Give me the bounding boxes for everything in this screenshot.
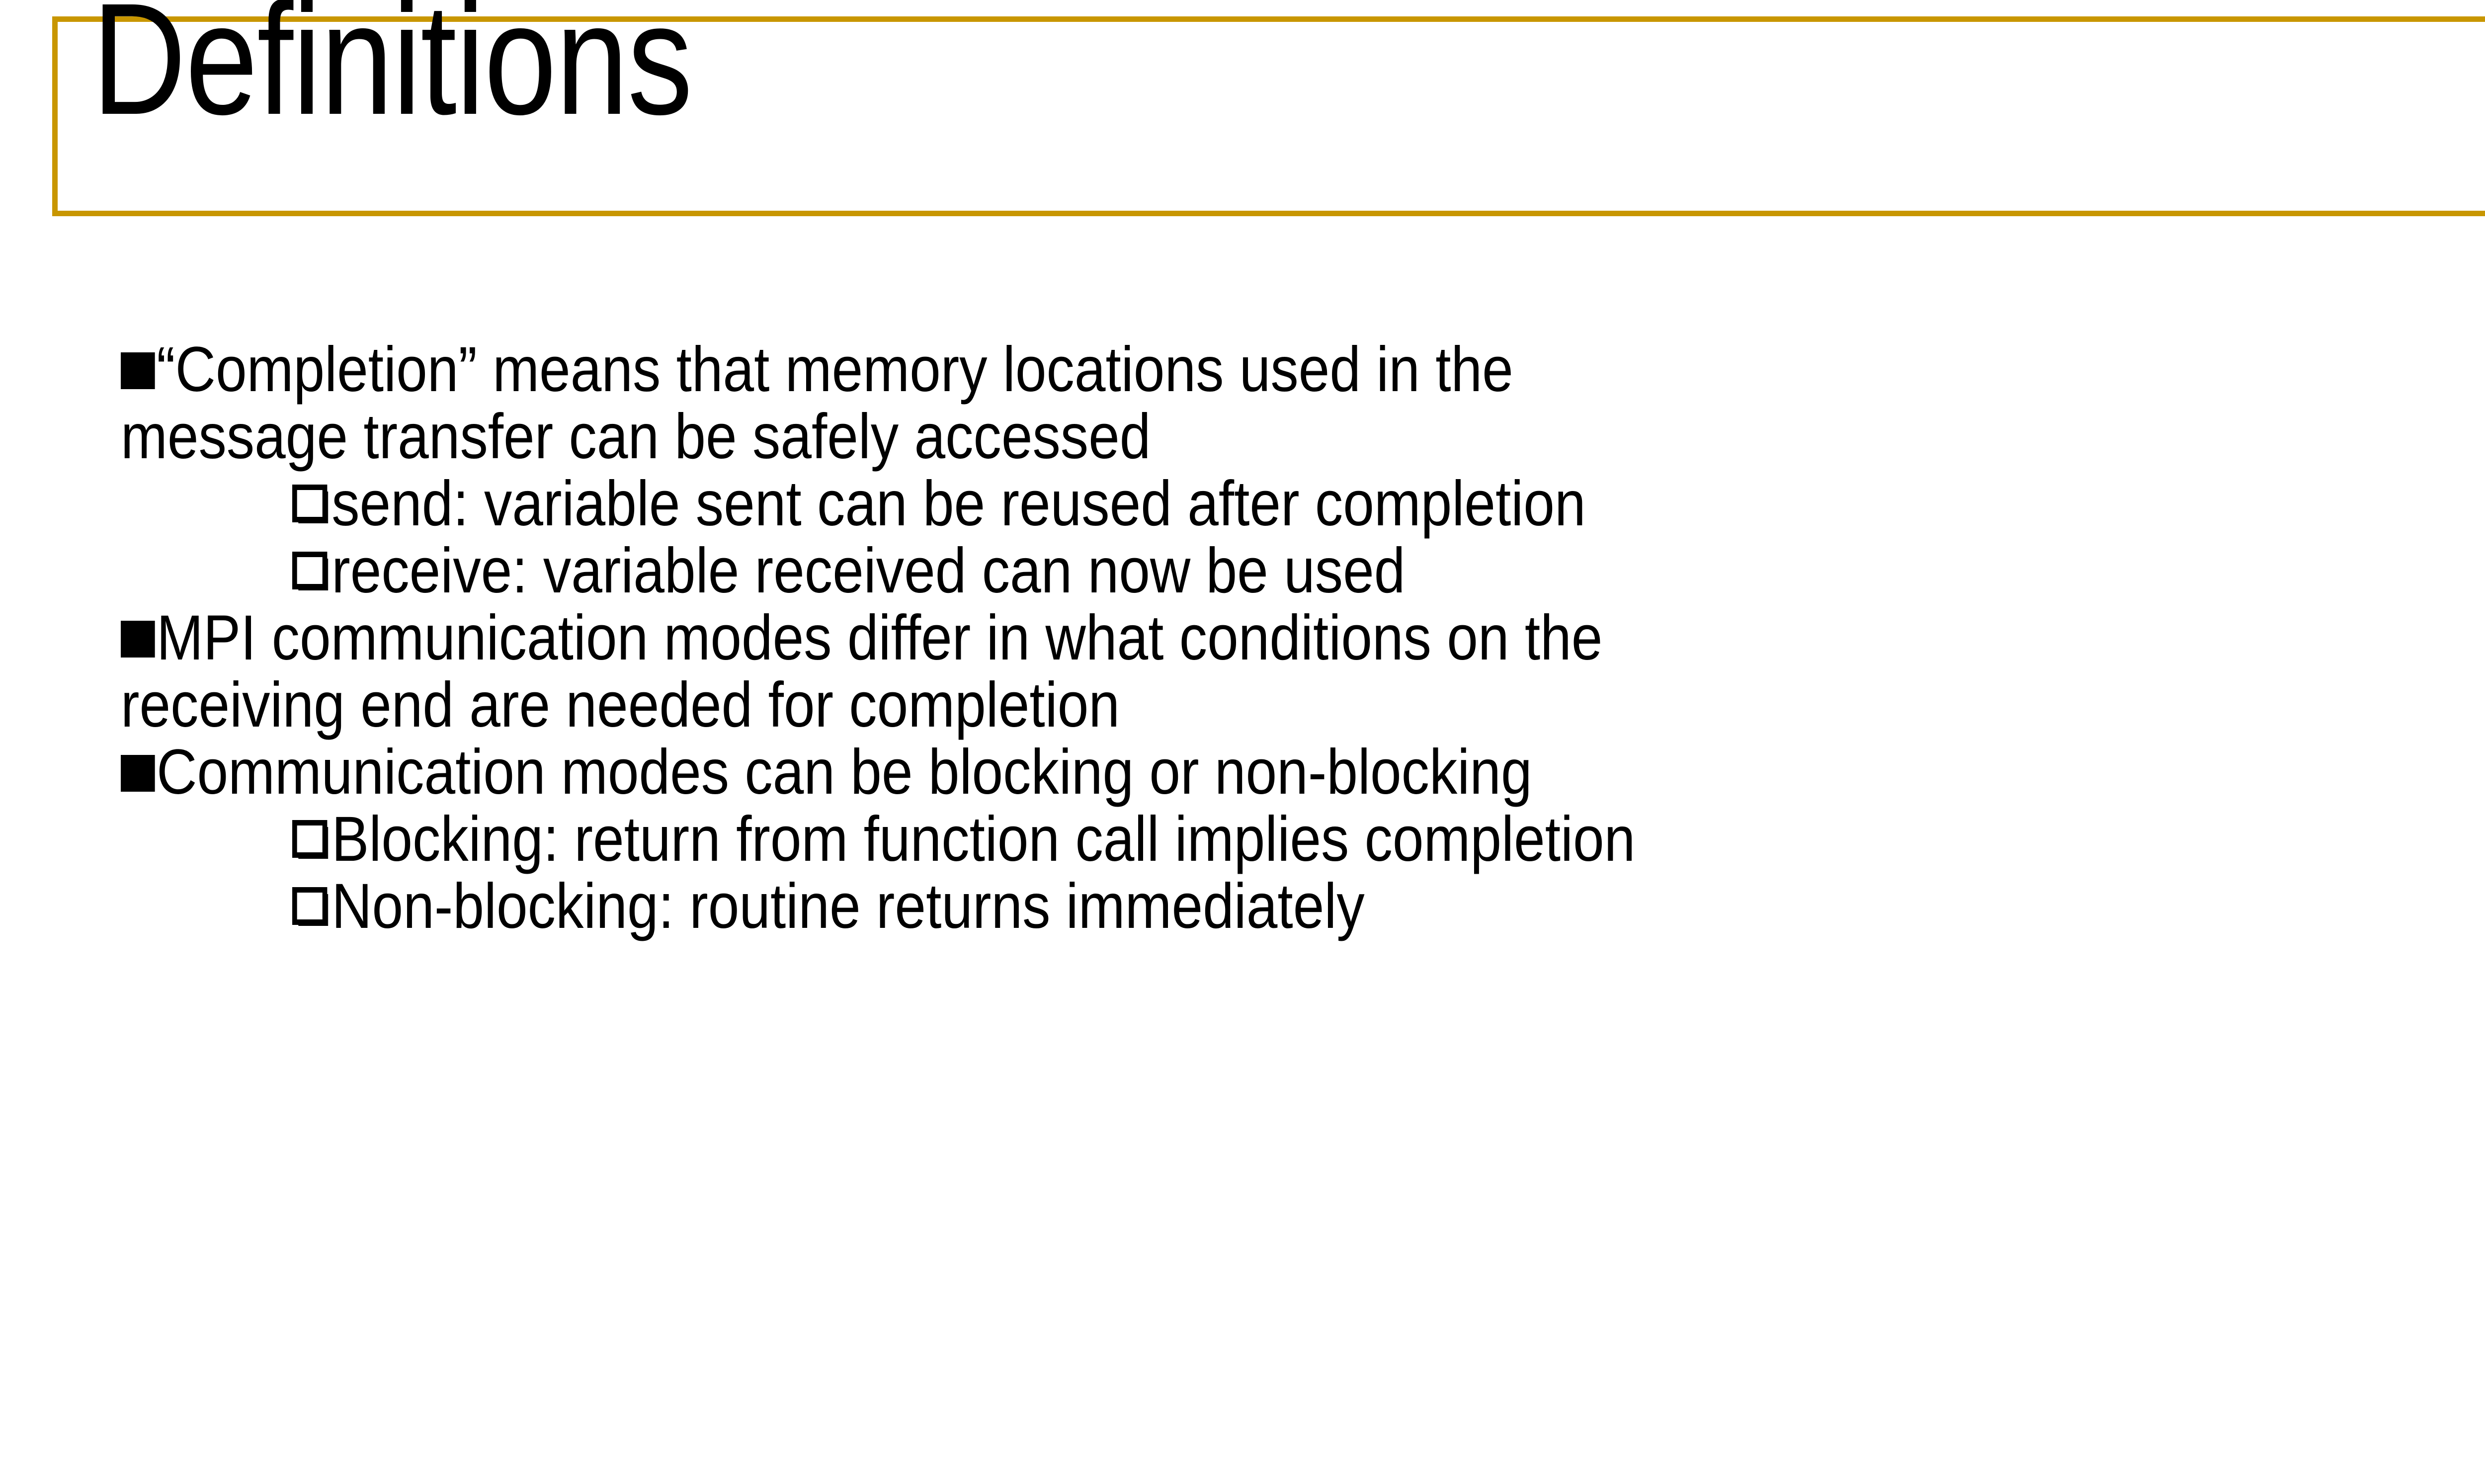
hollow-square-shadow-bullet-icon	[292, 820, 329, 860]
hollow-square-shadow-bullet-icon	[292, 485, 329, 524]
list-item: Communication modes can be blocking or n…	[121, 739, 2485, 806]
bullet-text: MPI communication modes differ in what c…	[157, 602, 1603, 673]
bullet-text: Non-blocking: routine returns immediatel…	[331, 871, 1365, 942]
bullet-text: “Completion” means that memory locations…	[157, 334, 1513, 405]
list-item: Non-blocking: routine returns immediatel…	[121, 873, 2485, 940]
hollow-square-shadow-bullet-icon	[292, 887, 329, 927]
bullet-text: receive: variable received can now be us…	[331, 535, 1406, 606]
bullet-list: “Completion” means that memory locations…	[121, 336, 2485, 940]
bullet-text: send: variable sent can be reused after …	[331, 468, 1586, 539]
title-frame	[52, 16, 2485, 216]
filled-square-bullet-icon	[121, 755, 155, 792]
bullet-text: Communication modes can be blocking or n…	[157, 737, 1532, 808]
list-item: Blocking: return from function call impl…	[121, 806, 2485, 873]
hollow-square-shadow-bullet-icon	[292, 552, 329, 591]
bullet-text-continuation: receiving end are needed for completion	[121, 669, 1120, 741]
list-item: send: variable sent can be reused after …	[121, 470, 2485, 537]
list-item: “Completion” means that memory locations…	[121, 336, 2485, 470]
list-item: MPI communication modes differ in what c…	[121, 604, 2485, 739]
bullet-text: Blocking: return from function call impl…	[331, 804, 1636, 875]
page-title: Definitions	[92, 0, 693, 148]
filled-square-bullet-icon	[121, 352, 155, 389]
list-item: receive: variable received can now be us…	[121, 537, 2485, 604]
bullet-text-continuation: message transfer can be safely accessed	[121, 401, 1151, 472]
filled-square-bullet-icon	[121, 621, 155, 658]
